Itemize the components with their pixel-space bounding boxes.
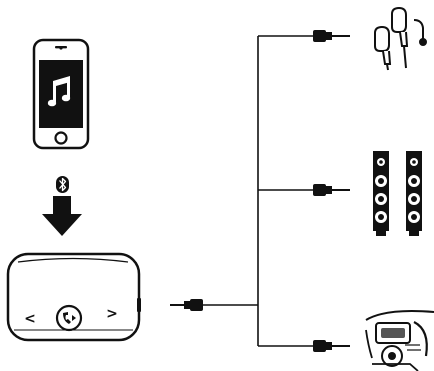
speaker-right [406,151,422,236]
smartphone-icon [34,40,88,148]
bluetooth-icon [56,176,69,193]
left-button[interactable]: < [24,311,36,327]
down-arrow-icon [42,196,82,236]
car-jack [313,340,350,352]
phone-play-icon[interactable] [57,306,81,330]
earphones-icon [375,8,426,70]
earphones-jack [313,30,350,42]
car-dashboard-icon [363,311,434,371]
splitter-cables [258,36,313,346]
speakers-icon [373,151,422,236]
speakers-jack [313,184,350,196]
audio-jack-icon [170,299,258,311]
speaker-left [373,151,389,236]
right-button[interactable]: > [106,306,118,322]
